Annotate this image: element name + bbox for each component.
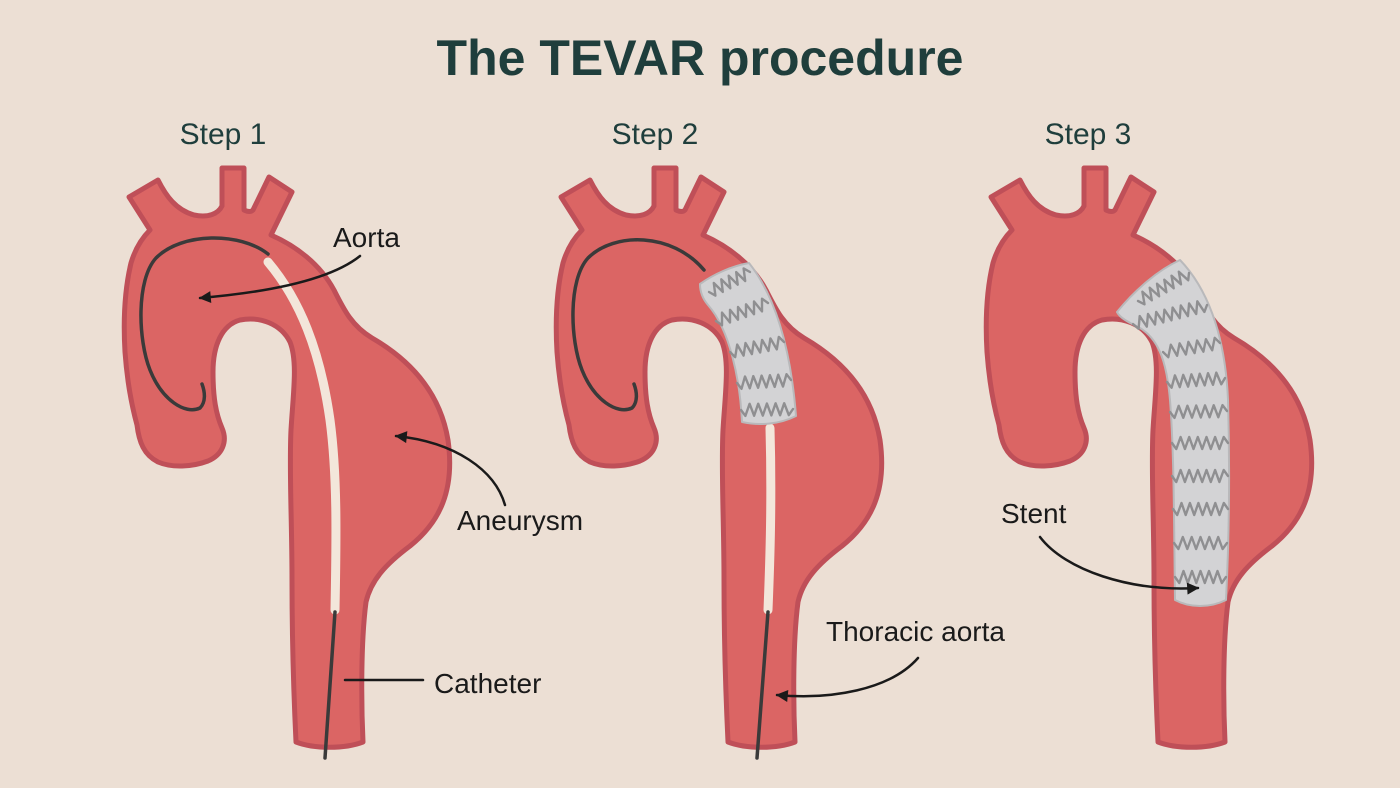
- catheter-step-2: [763, 423, 776, 615]
- stent-arrow: [1038, 535, 1200, 595]
- stent-spring: [739, 402, 795, 418]
- stent-spring: [1136, 270, 1191, 306]
- aneurysm-arrow: [394, 431, 507, 507]
- step-1-heading: Step 1: [179, 118, 267, 151]
- catheter-label: Catheter: [434, 668, 542, 699]
- guidewire-tail-step-2: [755, 610, 770, 760]
- aorta-arrow: [198, 254, 362, 304]
- stent-spring: [1168, 403, 1229, 420]
- aorta-step-1: [124, 168, 449, 747]
- thoracic-aorta-label: Thoracic aorta: [826, 616, 1005, 647]
- aorta-step-2: [556, 168, 881, 747]
- step-1-illustration: [124, 168, 449, 760]
- stent-spring: [1165, 371, 1227, 389]
- stent-spring: [1172, 535, 1229, 551]
- stent-spring: [714, 297, 770, 327]
- guidewire-loop-step-1: [139, 236, 270, 412]
- aneurysm-label: Aneurysm: [457, 505, 584, 536]
- stent-spring: [1170, 468, 1230, 484]
- thoracic-aorta-arrow: [775, 656, 920, 702]
- aorta-step-3: [986, 168, 1311, 747]
- page-title: The TEVAR procedure: [436, 30, 964, 86]
- stent-spring: [1131, 300, 1209, 330]
- stent-compressed-step-2: [699, 262, 797, 425]
- stent-springs-step-3: [1131, 270, 1230, 585]
- stent-spring: [1173, 569, 1228, 585]
- stent-spring: [1170, 435, 1230, 451]
- catheter-step-1: [263, 257, 341, 615]
- step-3-heading: Step 3: [1044, 118, 1132, 151]
- stent-springs-step-2: [707, 267, 795, 418]
- guidewire-tail-step-1: [323, 610, 337, 760]
- step-2-illustration: [556, 168, 881, 760]
- step-3-illustration: [986, 168, 1311, 747]
- stent-label: Stent: [1001, 498, 1067, 529]
- step-2-heading: Step 2: [611, 118, 699, 151]
- guidewire-loop-step-2: [571, 238, 706, 412]
- stent-spring: [735, 373, 793, 390]
- stent-spring: [707, 267, 752, 297]
- stent-spring: [1161, 336, 1222, 359]
- stent-spring: [1171, 501, 1230, 517]
- aorta-label: Aorta: [333, 222, 400, 253]
- stent-spring: [728, 335, 786, 359]
